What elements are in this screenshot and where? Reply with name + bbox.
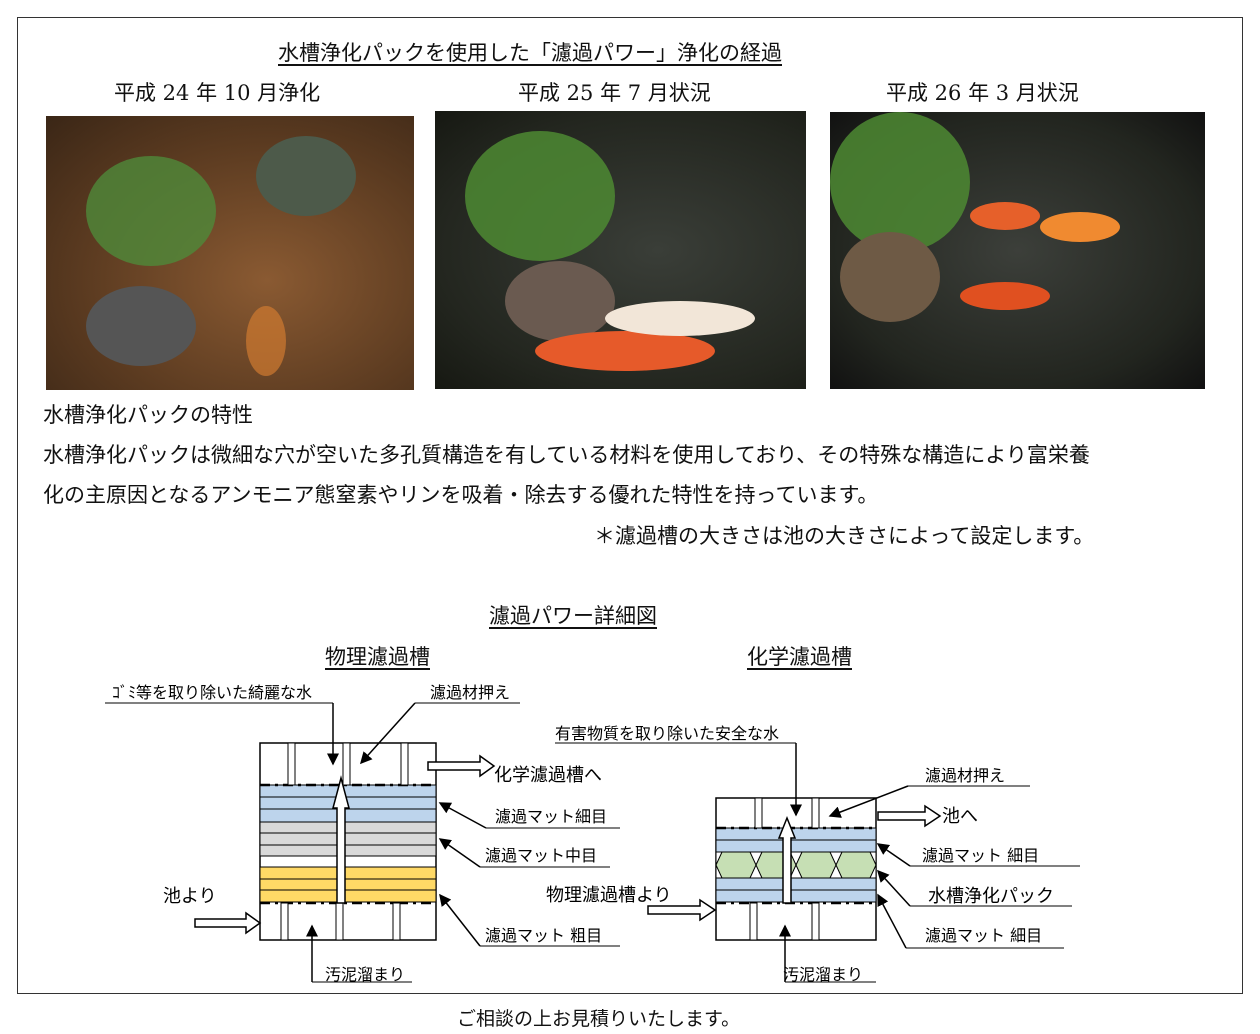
medium-mat-label: 濾過マット中目 — [485, 846, 597, 865]
photo-caption-1: 平成 24 年 10 月浄化 — [114, 81, 321, 105]
physical-presser-label: 濾過材押え — [430, 683, 510, 702]
chemical-fine-bottom-label: 濾過マット 細目 — [925, 926, 1042, 945]
chemical-tank — [555, 742, 1080, 983]
physical-sludge-label: 汚泥溜まり — [325, 965, 405, 984]
properties-line-1: 水槽浄化パックは微細な穴が空いた多孔質構造を有している材料を使用しており、その特… — [43, 443, 1090, 467]
photo-caption-2: 平成 25 年 7 月状況 — [518, 81, 711, 105]
pond-photo-2013 — [435, 111, 806, 389]
size-note: ＊濾過槽の大きさは池の大きさによって設定します。 — [594, 524, 1095, 548]
diagram-title: 濾過パワー詳細図 — [489, 604, 657, 628]
chemical-tank-title: 化学濾過槽 — [747, 645, 852, 669]
photo-caption-3: 平成 26 年 3 月状況 — [886, 81, 1079, 105]
properties-heading: 水槽浄化パックの特性 — [43, 403, 253, 427]
document-border — [17, 17, 1243, 994]
safe-water-label: 有害物質を取り除いた安全な水 — [555, 724, 779, 743]
physical-tank-title: 物理濾過槽 — [325, 645, 430, 669]
purification-pack-label: 水槽浄化パック — [928, 886, 1054, 907]
physical-tank — [105, 702, 620, 983]
to-chemical-label: 化学濾過槽へ — [494, 765, 602, 786]
chemical-fine-top-label: 濾過マット 細目 — [922, 846, 1039, 865]
from-pond-label: 池より — [163, 886, 217, 907]
page-title: 水槽浄化パックを使用した「濾過パワー」浄化の経過 — [278, 41, 782, 65]
pond-photo-2012 — [46, 116, 414, 390]
clean-water-label: ｺﾞﾐ等を取り除いた綺麗な水 — [112, 683, 312, 702]
chemical-sludge-label: 汚泥溜まり — [783, 965, 863, 984]
coarse-mat-label: 濾過マット 粗目 — [485, 926, 602, 945]
fine-mat-label: 濾過マット細目 — [495, 807, 607, 826]
properties-line-2: 化の主原因となるアンモニア態窒素やリンを吸着・除去する優れた特性を持っています。 — [43, 483, 879, 507]
chemical-presser-label: 濾過材押え — [925, 766, 1005, 785]
footer-note: ご相談の上お見積りいたします。 — [457, 1008, 741, 1030]
pond-photo-2014 — [830, 112, 1205, 389]
from-physical-label: 物理濾過槽より — [546, 885, 672, 906]
to-pond-label: 池へ — [942, 806, 978, 827]
